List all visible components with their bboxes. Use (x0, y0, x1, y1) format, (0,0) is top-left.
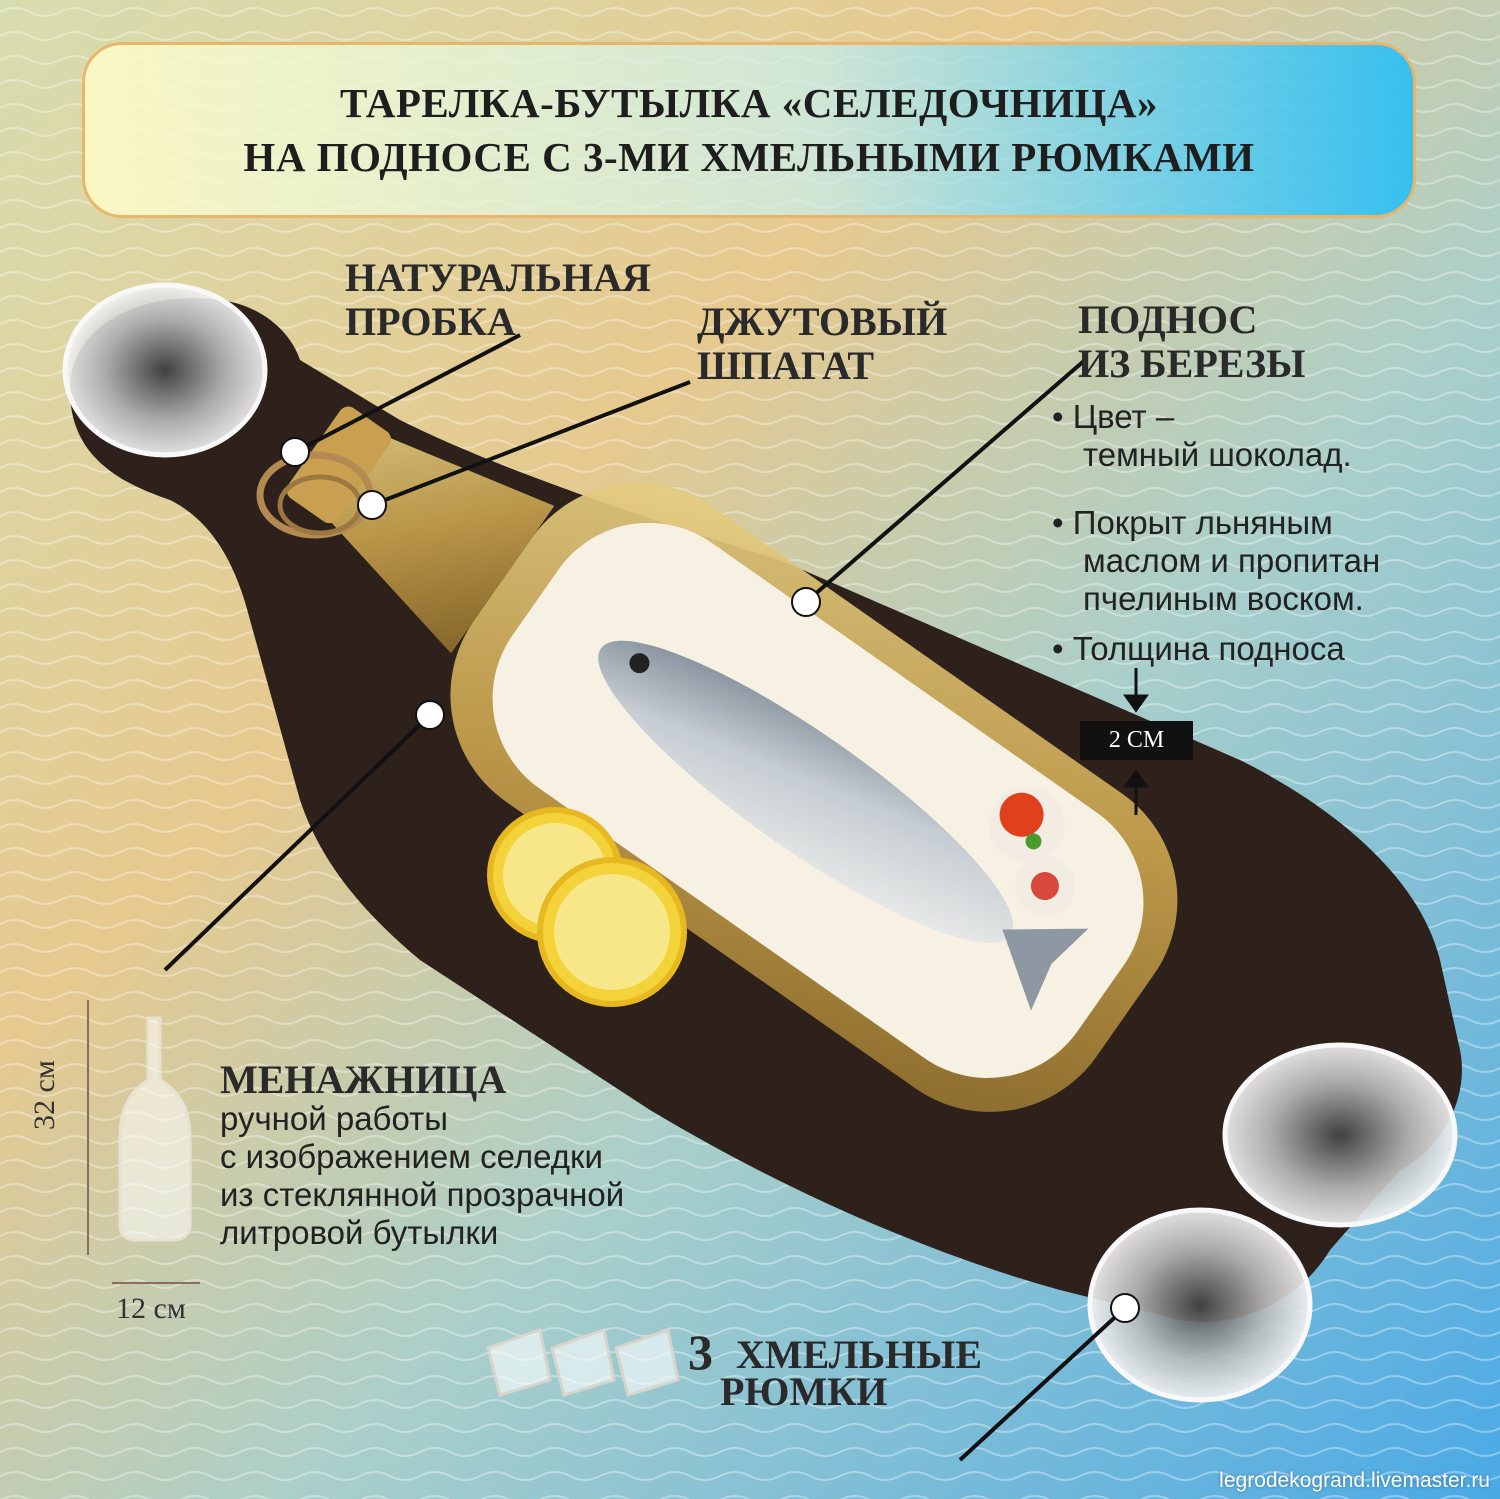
dish-title: МЕНАЖНИЦА (220, 1057, 507, 1102)
tray-oil-line3: пчелиным воском. (1083, 580, 1364, 617)
dish-line-3: из стеклянной прозрачной (220, 1176, 625, 1213)
website-watermark: legrodekogrand.livemaster.ru (1219, 1469, 1490, 1492)
glass-bottle-dish (286, 406, 1178, 1112)
thickness-arrows (1123, 668, 1149, 815)
dish-line-1: ручной работы (220, 1100, 448, 1137)
shot-glass-top (62, 282, 268, 458)
title-line-2: НА ПОДНОСЕ С 3-МИ ХМЕЛЬНЫМИ РЮМКАМИ (243, 134, 1255, 180)
glasses-line-1: ХМЕЛЬНЫЕ (736, 1332, 983, 1377)
tray-oil-line2: маслом и пропитан (1083, 542, 1381, 579)
title-banner: ТАРЕЛКА-БУТЫЛКА «СЕЛЕДОЧНИЦА» НА ПОДНОСЕ… (82, 42, 1416, 218)
callout-dots (280, 437, 1140, 1323)
callout-lines (163, 333, 1127, 1462)
dish-line-2: с изображением селедки (220, 1138, 603, 1175)
shot-glass-bottom (1087, 1207, 1313, 1403)
glasses-count: 3 (688, 1324, 713, 1380)
title-line-1: ТАРЕЛКА-БУТЫЛКА «СЕЛЕДОЧНИЦА» (339, 80, 1159, 126)
label-tray-line2: ИЗ БЕРЕЗЫ (1078, 341, 1306, 386)
tray-color-line2: темный шоколад. (1083, 436, 1352, 473)
dish-height: 32 см (28, 1060, 61, 1130)
bottle-outline-icon (87, 1000, 200, 1284)
dish-width: 12 см (116, 1292, 186, 1325)
label-cork-line1: НАТУРАЛЬНАЯ (345, 255, 651, 300)
label-twine-line1: ДЖУТОВЫЙ (697, 299, 948, 344)
label-cork-line2: ПРОБКА (345, 299, 516, 344)
dish-line-4: литровой бутылки (220, 1214, 499, 1251)
label-twine-line2: ШПАГАТ (697, 343, 875, 388)
shot-glasses-icon (486, 1328, 680, 1397)
lemon-slices (487, 807, 687, 1007)
thickness-value: 2 СМ (1080, 721, 1193, 760)
label-tray-line1: ПОДНОС (1078, 297, 1258, 342)
tray-color-line1: • Цвет – (1052, 398, 1175, 435)
shot-glass-right (1222, 1042, 1458, 1228)
tray-thickness-label: • Толщина подноса (1052, 630, 1345, 667)
tray-oil-line1: • Покрыт льняным (1052, 504, 1333, 541)
glasses-line-2: РЮМКИ (720, 1369, 888, 1414)
